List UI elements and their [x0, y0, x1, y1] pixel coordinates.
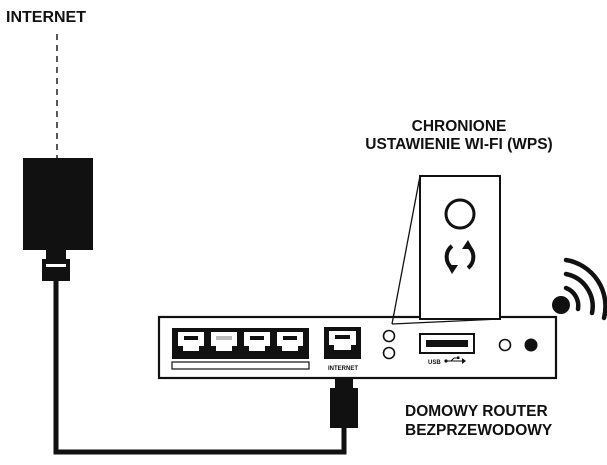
wps-label-line1: CHRONIONE	[411, 118, 507, 135]
router-label-line2: BEZPRZEWODOWY	[405, 421, 553, 439]
internet-label: INTERNET	[6, 9, 86, 26]
power-jack	[524, 338, 538, 352]
router-cable-plug	[330, 378, 358, 428]
wps-label-line2: USTAWIENIE WI-FI (WPS)	[365, 135, 553, 153]
wan-port-label: INTERNET	[328, 366, 358, 372]
wifi-signal-icon	[552, 257, 607, 321]
callout-line-left	[391, 175, 421, 325]
wps-led-top	[382, 329, 396, 343]
wps-button-icon	[444, 198, 476, 230]
wps-led-bottom	[382, 346, 396, 360]
lan-port-group	[171, 328, 310, 370]
usb-icon	[444, 356, 466, 364]
usb-label: USB	[428, 360, 441, 366]
router-label-line1: DOMOWY ROUTER	[405, 403, 548, 420]
modem-cable-plug	[42, 250, 70, 281]
wps-arrows-icon	[444, 240, 476, 274]
wan-port	[324, 327, 361, 359]
modem-box	[23, 158, 93, 250]
wps-zoom-box	[419, 175, 501, 320]
usb-port	[419, 333, 475, 354]
wps-label: CHRONIONE USTAWIENIE WI-FI (WPS)	[318, 118, 600, 154]
router-label: DOMOWY ROUTER BEZPRZEWODOWY	[405, 403, 552, 440]
ethernet-cable	[53, 281, 347, 455]
reset-button	[498, 338, 512, 352]
